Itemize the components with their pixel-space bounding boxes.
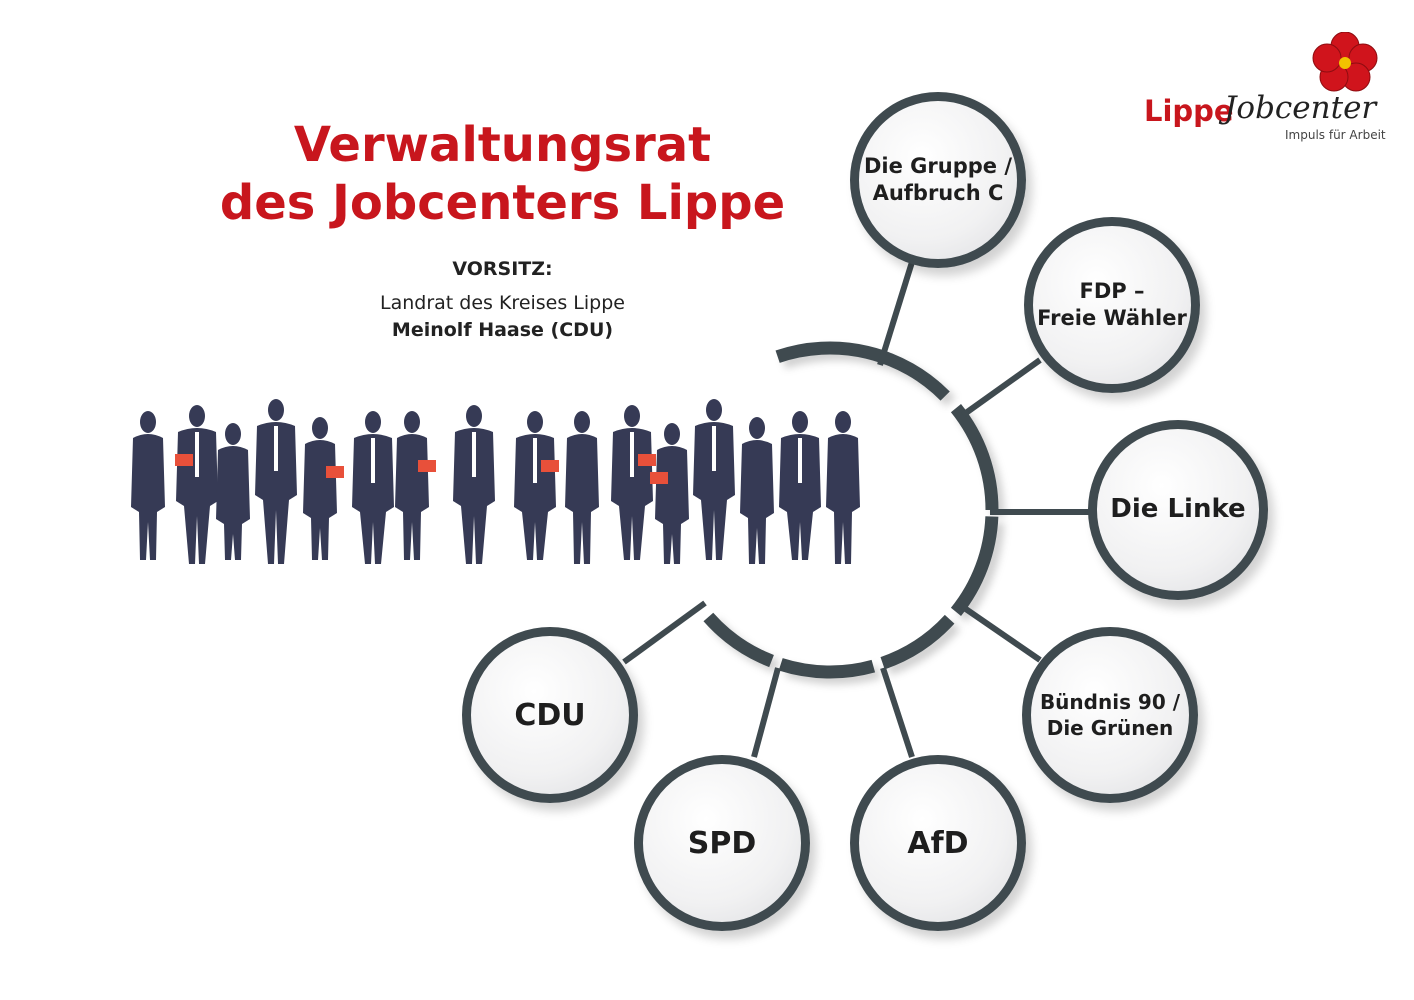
person-silhouette xyxy=(611,405,656,560)
title-line-2: des Jobcenters Lippe xyxy=(219,175,786,231)
ring-segment xyxy=(778,658,876,679)
person-silhouette xyxy=(175,405,218,564)
page-title: Verwaltungsrat des Jobcenters Lippe xyxy=(200,116,805,232)
folder-icon xyxy=(175,454,193,466)
connector-line xyxy=(877,261,915,366)
ring-segment xyxy=(880,614,955,670)
party-label: FDP – Freie Wähler xyxy=(1037,278,1187,330)
person-silhouette xyxy=(352,411,394,564)
ring-segment xyxy=(950,516,999,616)
logo-lippe: Lippe xyxy=(1144,94,1234,128)
flower-icon xyxy=(1312,32,1378,92)
person-silhouette xyxy=(453,405,495,564)
folder-icon xyxy=(541,460,559,472)
ring-segment xyxy=(950,404,999,511)
person-silhouette xyxy=(255,399,297,564)
party-label: CDU xyxy=(514,697,586,733)
title-line-1: Verwaltungsrat xyxy=(293,117,712,173)
connector-line xyxy=(961,357,1042,418)
person-silhouette xyxy=(303,417,344,560)
party-label: SPD xyxy=(687,825,757,861)
chair-name: Meinolf Haase (CDU) xyxy=(391,319,614,341)
person-silhouette xyxy=(693,399,735,560)
chair-label: VORSITZ: xyxy=(452,258,553,280)
party-node: Die Gruppe / Aufbruch C xyxy=(850,92,1026,268)
business-people-silhouettes xyxy=(131,399,860,564)
person-silhouette xyxy=(826,411,860,564)
ring-segment xyxy=(703,612,774,668)
person-silhouette xyxy=(131,411,165,560)
person-silhouette xyxy=(514,411,559,560)
folder-icon xyxy=(418,460,436,472)
folder-icon xyxy=(650,472,668,484)
party-label: Bündnis 90 / Die Grünen xyxy=(1039,690,1181,740)
connector-line xyxy=(880,667,915,758)
person-silhouette xyxy=(395,411,436,560)
party-node: Die Linke xyxy=(1088,420,1268,600)
folder-icon xyxy=(326,466,344,478)
connector-line xyxy=(958,602,1042,663)
ring-segment xyxy=(775,341,950,401)
chair-role: Landrat des Kreises Lippe xyxy=(380,292,625,314)
person-silhouette xyxy=(565,411,599,564)
party-node: AfD xyxy=(850,755,1026,931)
logo-tagline: Impuls für Arbeit xyxy=(1285,128,1386,142)
person-silhouette xyxy=(650,423,689,564)
party-label: Die Gruppe / Aufbruch C xyxy=(863,153,1012,205)
party-node: SPD xyxy=(634,755,810,931)
person-silhouette xyxy=(216,423,250,560)
logo-jobcenter: Jobcenter xyxy=(1224,90,1377,126)
folder-icon xyxy=(638,454,656,466)
party-node: FDP – Freie Wähler xyxy=(1024,217,1200,393)
party-node: Bündnis 90 / Die Grünen xyxy=(1022,627,1198,803)
connector-line xyxy=(622,600,707,665)
party-label: AfD xyxy=(907,825,969,861)
hub-ring xyxy=(622,261,1092,758)
party-node: CDU xyxy=(462,627,638,803)
party-label: Die Linke xyxy=(1110,494,1246,525)
connector-line xyxy=(751,667,781,758)
person-silhouette xyxy=(740,417,774,564)
lippe-jobcenter-logo: Lippe Jobcenter Impuls für Arbeit xyxy=(1140,30,1390,145)
person-silhouette xyxy=(779,411,821,560)
